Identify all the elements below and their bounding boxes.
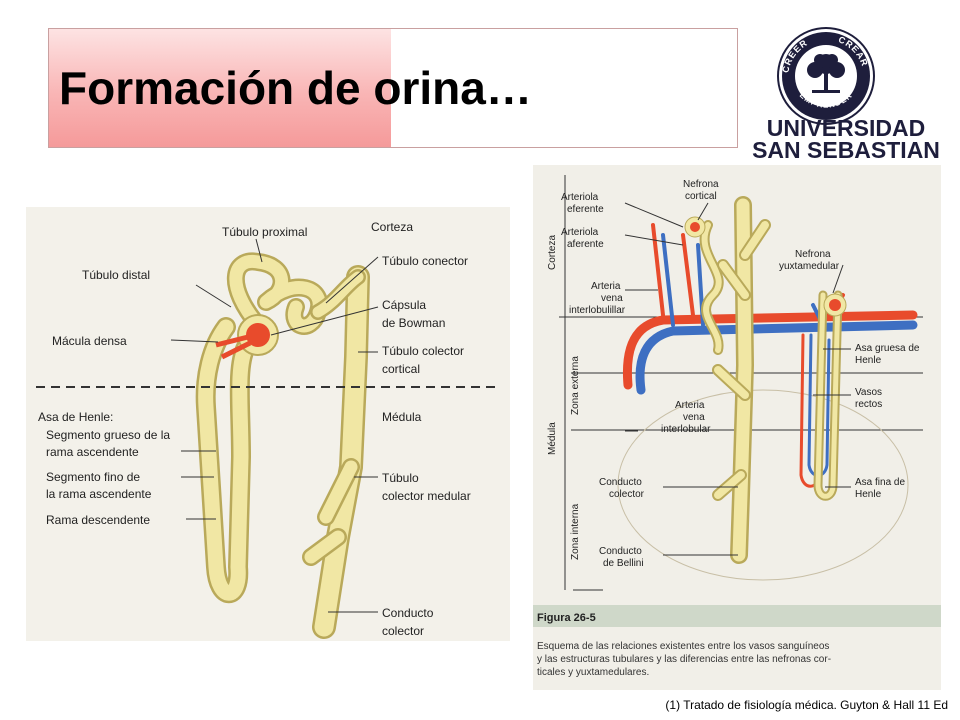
title-box: Formación de orina… — [48, 28, 738, 148]
label-arteria-2: vena — [601, 293, 623, 304]
label-colector-medular: colector medular — [382, 489, 471, 503]
label-grueso-2: rama ascendente — [46, 445, 139, 459]
university-logo: CREER CREAR EMPRENDER UNIVERSIDAD SAN SE… — [752, 27, 940, 162]
label-vasos-1: Vasos — [855, 387, 882, 398]
label-vasos-2: rectos — [855, 399, 882, 410]
label-asa-gruesa-2: Henle — [855, 355, 882, 366]
nephron-labels: Corteza Túbulo proximal Túbulo distal Tú… — [38, 220, 471, 638]
label-macula-densa: Mácula densa — [52, 334, 127, 348]
label-fino-2: la rama ascendente — [46, 487, 152, 501]
figure-caption-band — [533, 605, 941, 627]
logo-name-line1: UNIVERSIDAD — [767, 115, 925, 141]
slide-title: Formación de orina… — [59, 62, 532, 114]
bowman-capsule — [215, 314, 279, 360]
right-leader-lines — [624, 202, 851, 556]
tubule-shapes — [195, 252, 370, 639]
label-descendente: Rama descendente — [46, 513, 150, 527]
label-arteria-b1: Arteria — [675, 400, 705, 411]
logo-name-line2: SAN SEBASTIAN — [752, 137, 940, 162]
label-tubulo-proximal: Túbulo proximal — [222, 225, 307, 239]
label-arteria-b2: vena — [683, 412, 705, 423]
logo-seal: CREER CREAR EMPRENDER — [777, 27, 875, 125]
glomeruli — [684, 216, 847, 317]
vein-arcuate — [635, 320, 918, 395]
caption-line-2: y las estructuras tubulares y las difere… — [537, 654, 831, 665]
label-cortical: cortical — [382, 362, 420, 376]
label-arteriola-aferente-2: aferente — [567, 239, 604, 250]
label-grueso-1: Segmento grueso de la — [46, 428, 170, 442]
label-asa-fina-1: Asa fina de — [855, 477, 905, 488]
label-bellini-1: Conducto — [599, 546, 642, 557]
label-arteriola-eferente-1: Arteriola — [561, 192, 599, 203]
label-asa-henle: Asa de Henle: — [38, 410, 113, 424]
label-colector-cortical: Túbulo colector — [382, 344, 464, 358]
label-asa-fina-2: Henle — [855, 489, 882, 500]
label-tubulo-conector: Túbulo conector — [382, 254, 468, 268]
label-corteza: Corteza — [371, 220, 413, 234]
label-conducto: Conducto — [382, 606, 434, 620]
tubules — [699, 196, 843, 564]
label-arteriola-aferente-1: Arteriola — [561, 227, 599, 238]
label-arteria-3: interlobulillar — [569, 305, 626, 316]
label-colector: colector — [382, 624, 424, 638]
title-highlight — [49, 29, 391, 147]
right-labels: Arteriola eferente Arteriola aferente Ar… — [561, 179, 920, 569]
label-nefrona-yuxta-2: yuxtamedular — [779, 261, 840, 272]
label-arteriola-eferente-2: eferente — [567, 204, 604, 215]
label-nefrona-yuxta-1: Nefrona — [795, 249, 831, 260]
label-zone-interna: Zona interna — [570, 503, 581, 560]
label-zone-externa: Zona externa — [570, 356, 581, 415]
label-conducto-colector-2: colector — [609, 489, 645, 500]
zone-labels: Corteza Zona externa Zona interna Médula — [547, 235, 581, 560]
artery-arcuate — [622, 310, 918, 390]
label-zone-medula: Médula — [547, 422, 558, 455]
nephron-diagram: Corteza Túbulo proximal Túbulo distal Tú… — [26, 207, 510, 641]
label-arteria-1: Arteria — [591, 281, 621, 292]
leader-lines — [170, 238, 379, 613]
label-tubulo-distal: Túbulo distal — [82, 268, 150, 282]
citation: (1) Tratado de fisiología médica. Guyton… — [665, 698, 948, 712]
label-conducto-colector-1: Conducto — [599, 477, 642, 488]
label-bellini-2: de Bellini — [603, 558, 644, 569]
label-fino-1: Segmento fino de — [46, 470, 140, 484]
caption-line-3: ticales y yuxtamedulares. — [537, 667, 649, 678]
nephron-vessels-diagram: Arteriola eferente Arteriola aferente Ar… — [533, 165, 941, 690]
label-bowman: de Bowman — [382, 316, 445, 330]
label-nefrona-cortical-1: Nefrona — [683, 179, 719, 190]
caption-line-1: Esquema de las relaciones existentes ent… — [537, 641, 829, 652]
figure-caption: Figura 26-5 Esquema de las relaciones ex… — [533, 605, 941, 678]
label-asa-gruesa-1: Asa gruesa de — [855, 343, 920, 354]
figure-number: Figura 26-5 — [537, 612, 596, 624]
label-arteria-b3: interlobular — [661, 424, 711, 435]
label-tubulo: Túbulo — [382, 471, 419, 485]
label-nefrona-cortical-2: cortical — [685, 191, 717, 202]
papilla-outline — [617, 389, 909, 581]
label-capsula: Cápsula — [382, 298, 426, 312]
label-medula: Médula — [382, 410, 422, 424]
label-zone-corteza: Corteza — [547, 235, 558, 270]
tree-icon — [807, 54, 845, 93]
